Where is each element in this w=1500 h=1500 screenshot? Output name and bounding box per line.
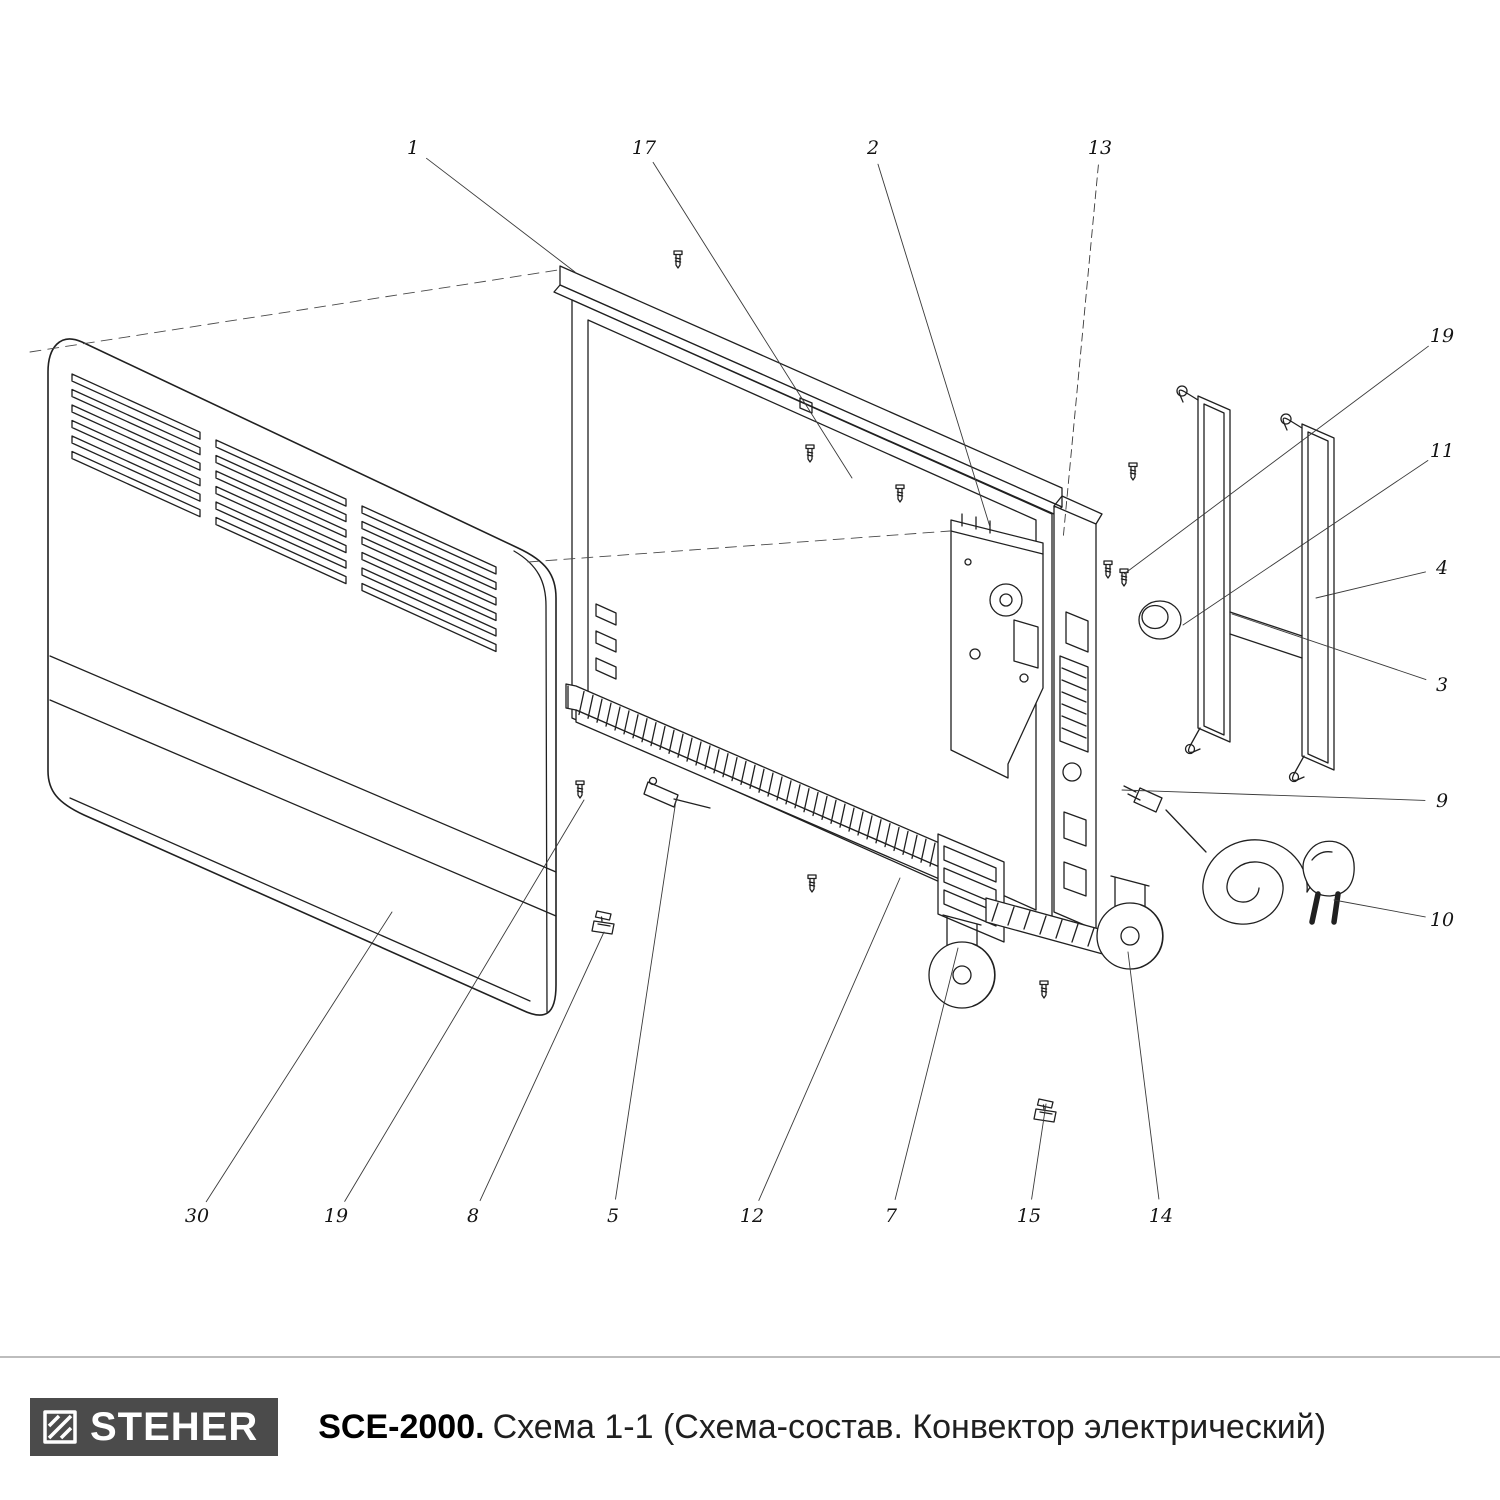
leader-line-17 [652, 161, 853, 479]
louver-grille [71, 373, 497, 653]
leader-line-4 [1315, 571, 1426, 599]
clip-left [591, 910, 615, 935]
model-number: SCE-2000. [318, 1407, 485, 1446]
steher-logo: STEHER [30, 1398, 279, 1456]
callout-1: 1 [407, 137, 419, 159]
bracket-crossbar [1229, 611, 1303, 659]
callout-10: 10 [1430, 909, 1454, 931]
screw-icon [1039, 980, 1049, 999]
leader-line-5 [615, 799, 677, 1200]
callout-19: 19 [324, 1205, 348, 1227]
screw-icon [1103, 560, 1113, 579]
control-box [950, 513, 1044, 779]
callout-30: 30 [185, 1205, 209, 1227]
callout-4: 4 [1435, 557, 1448, 579]
callout-layer: 1 17 2 13 19 11 4 3 9 10 30 19 8 5 12 7 15 14 [185, 137, 1454, 1227]
power-plug [1302, 840, 1355, 925]
screw-icon [1128, 462, 1138, 481]
wall-bracket-left [1176, 385, 1231, 755]
top-grille-bar [553, 265, 1063, 515]
leader-line-14 [1127, 951, 1160, 1200]
wall-bracket-right [1280, 413, 1335, 783]
screw-icon [575, 780, 585, 799]
leader-line-8 [479, 931, 605, 1202]
thermostat-knob [1138, 600, 1182, 640]
leader-line-7 [894, 947, 959, 1200]
power-cord [1123, 785, 1313, 925]
diagram-caption: SCE-2000.Схема 1-1 (Схема-состав. Конвек… [318, 1408, 1326, 1447]
caster-right [1096, 875, 1164, 970]
callout-13: 13 [1088, 137, 1112, 159]
callout-5: 5 [607, 1205, 619, 1227]
callout-11: 11 [1430, 440, 1454, 462]
brand-name: STEHER [90, 1405, 259, 1449]
construction-lines [29, 269, 951, 563]
leader-line-2 [877, 163, 991, 528]
leader-line-1 [426, 157, 576, 273]
scheme-title: Схема 1-1 (Схема-состав. Конвектор элект… [492, 1407, 1327, 1446]
callout-17: 17 [632, 137, 657, 159]
side-panel [1053, 495, 1103, 931]
leader-line-11 [1182, 460, 1429, 626]
callout-19: 19 [1430, 325, 1454, 347]
steher-logo-icon [43, 1410, 77, 1444]
leader-line-12 [758, 877, 901, 1201]
leader-line-9 [1121, 789, 1426, 801]
callout-7: 7 [885, 1205, 898, 1227]
diagram-parts [29, 250, 1355, 1123]
leader-line-10 [1333, 899, 1426, 918]
leader-line-19 [344, 799, 585, 1202]
footer-divider [0, 1356, 1500, 1358]
leader-line-19 [1123, 345, 1429, 575]
callout-3: 3 [1436, 674, 1448, 696]
leader-line-13 [1062, 164, 1099, 541]
front-panel [47, 338, 557, 1016]
callout-9: 9 [1436, 790, 1448, 812]
callout-15: 15 [1017, 1205, 1041, 1227]
screw-icon [807, 874, 817, 893]
callout-8: 8 [467, 1205, 479, 1227]
callout-14: 14 [1149, 1205, 1173, 1227]
leader-line-3 [1231, 613, 1427, 681]
callout-2: 2 [866, 137, 879, 159]
element-latch [643, 776, 711, 809]
screw-icon [673, 250, 683, 269]
callout-12: 12 [740, 1205, 764, 1227]
leader-line-30 [205, 911, 393, 1203]
footer: STEHER SCE-2000.Схема 1-1 (Схема-состав.… [30, 1398, 1326, 1456]
leader-line-15 [1031, 1103, 1047, 1200]
